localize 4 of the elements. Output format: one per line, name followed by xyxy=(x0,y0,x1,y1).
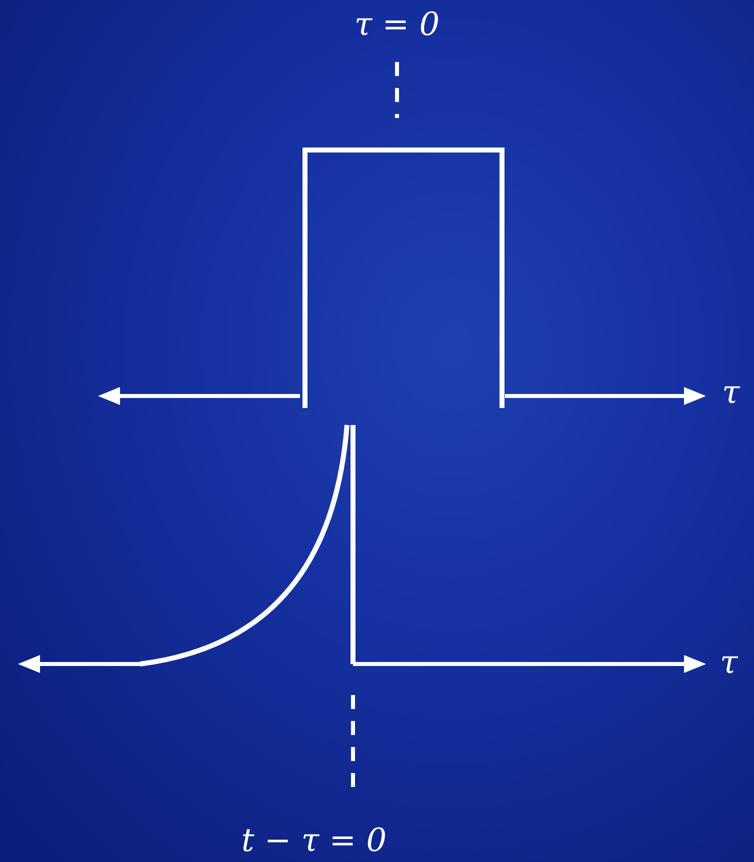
math-label: τ xyxy=(722,376,740,408)
math-label: τ xyxy=(720,646,738,678)
math-label: τ = 0 xyxy=(354,8,440,40)
math-label: t − τ = 0 xyxy=(241,824,387,856)
